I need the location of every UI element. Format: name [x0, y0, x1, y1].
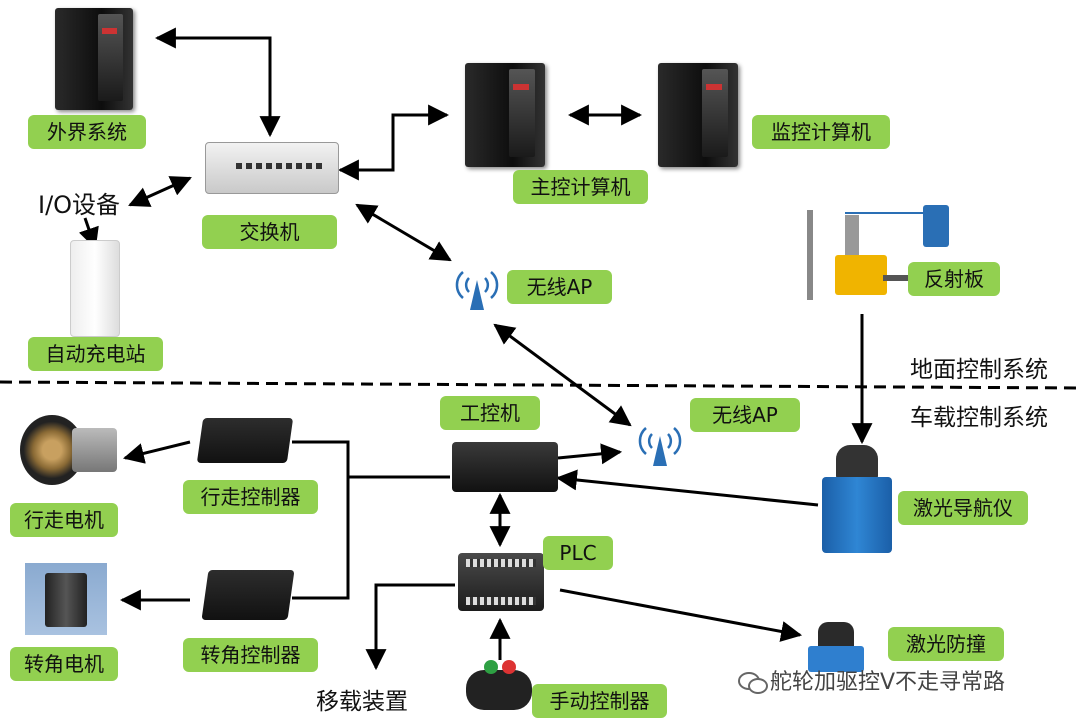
label-ipc: 工控机 [440, 396, 540, 430]
label-charging-station: 自动充电站 [28, 337, 163, 371]
monitor-computer [658, 63, 738, 167]
label-drive-motor: 行走电机 [10, 503, 118, 537]
label-io-device: I/O设备 [38, 191, 121, 219]
wireless-ap-icon [455, 271, 499, 310]
network-switch [205, 142, 339, 194]
label-monitor-computer: 监控计算机 [752, 115, 890, 149]
steer-motor-image [25, 563, 107, 635]
plc-unit [458, 553, 544, 611]
label-wireless-ap-top: 无线AP [507, 270, 612, 304]
charging-station [70, 240, 120, 337]
label-reflector: 反射板 [908, 262, 1000, 296]
arrow-nav-ipc [555, 469, 819, 507]
label-steer-motor: 转角电机 [10, 647, 118, 681]
ground-vehicle-divider [0, 380, 1080, 390]
laser-navigator [822, 445, 892, 555]
wechat-icon [738, 672, 768, 694]
label-wireless-ap-bottom: 无线AP [690, 398, 800, 432]
drive-motor-wheel [10, 410, 120, 490]
laser-anticollision-sensor [808, 622, 864, 672]
steer-controller-unit [201, 570, 295, 620]
arrow-plc-anticollision [559, 588, 803, 642]
main-computer [465, 63, 545, 167]
arrow-ipc-ap [557, 443, 623, 465]
arrow-external-switch [154, 27, 281, 138]
label-laser-anticollision: 激光防撞 [888, 627, 1004, 661]
external-system-computer [55, 8, 133, 110]
arrow-switch-ap [355, 203, 452, 262]
watermark-text: 舵轮加驱控V不走寻常路 [738, 664, 1005, 696]
arrow-plc-transfer [365, 583, 455, 671]
label-ground-control-system: 地面控制系统 [910, 357, 1048, 383]
drive-controller-unit [196, 418, 294, 463]
label-steer-controller: 转角控制器 [183, 638, 318, 672]
watermark-label: 舵轮加驱控V不走寻常路 [770, 670, 1006, 695]
manual-controller-device [466, 660, 532, 716]
label-laser-navigator: 激光导航仪 [898, 491, 1028, 525]
label-transfer-device: 移载装置 [316, 689, 408, 715]
arrow-ap-ap [493, 323, 632, 427]
forklift-reflector-graphic [805, 180, 955, 305]
label-manual-controller: 手动控制器 [532, 684, 667, 718]
label-vehicle-control-system: 车载控制系统 [910, 405, 1048, 431]
label-drive-controller: 行走控制器 [183, 480, 318, 514]
label-plc: PLC [543, 536, 613, 570]
label-switch: 交换机 [202, 215, 337, 249]
industrial-pc [452, 442, 558, 492]
arrow-drive-motor [122, 440, 191, 464]
wireless-ap-icon [638, 427, 682, 466]
arrow-switch-main [337, 104, 450, 181]
arrow-io-switch [128, 176, 192, 207]
label-external-system: 外界系统 [28, 115, 146, 149]
label-main-computer: 主控计算机 [513, 170, 648, 204]
